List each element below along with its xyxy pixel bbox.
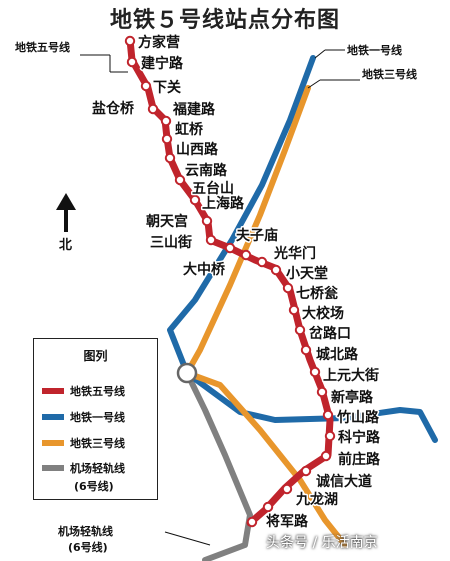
station-marker-shanghailu <box>201 215 213 227</box>
callout-line1: 地铁一号线 <box>347 43 402 57</box>
station-label: 虹桥 <box>175 121 204 138</box>
map-title: 地铁５号线站点分布图 <box>109 8 340 33</box>
station-label: 前庄路 <box>338 451 381 468</box>
station-label: 下关 <box>153 79 181 96</box>
station-marker-yancangqiao <box>147 103 159 115</box>
station-marker-sanshanjie <box>205 234 217 246</box>
station-label: 大中桥 <box>183 261 226 278</box>
legend-label: 地铁一号线 <box>70 411 125 424</box>
legend-item-line3: 地铁三号线 <box>42 435 125 451</box>
line-6-airport-route <box>184 370 253 561</box>
station-marker-jianninglu <box>126 56 138 68</box>
station-label: 三山街 <box>150 234 192 251</box>
station-label: 方家营 <box>138 34 180 51</box>
station-label: 夫子庙 <box>236 227 278 244</box>
station-label: 上海路 <box>202 195 245 212</box>
station-marker-shanxilu <box>164 152 176 164</box>
callout-leader <box>314 49 326 59</box>
station-label: 城北路 <box>316 346 359 363</box>
station-label: 盐仓桥 <box>92 100 135 117</box>
station-label: 五台山 <box>192 180 234 197</box>
station-label: 岔路口 <box>309 325 351 342</box>
station-label: 新亭路 <box>331 389 374 406</box>
station-marker-dazhongqiao <box>240 249 252 261</box>
legend-title: 图列 <box>83 349 108 363</box>
station-marker-daxiaochang <box>288 304 300 316</box>
station-marker-hongqiao <box>161 133 173 145</box>
station-marker-qiqiaoweng <box>282 282 294 294</box>
station-marker-fujianlu <box>160 115 172 127</box>
station-marker-yunnanlu <box>174 174 186 186</box>
legend-swatch <box>42 388 64 394</box>
station-label: 九龙湖 <box>295 491 338 508</box>
station-marker-wutaishan <box>189 194 201 206</box>
watermark: 头条号 / 乐活南京 <box>266 535 378 551</box>
callout-line5: 地铁五号线 <box>15 40 70 54</box>
station-marker-guanghuamen <box>256 256 268 268</box>
north-label: 北 <box>59 238 72 253</box>
station-marker-zhushanlu <box>322 409 334 421</box>
legend-swatch <box>42 440 64 446</box>
legend-label: 地铁三号线 <box>70 437 125 450</box>
station-label: 科宁路 <box>338 429 381 446</box>
station-marker-fuzimiao <box>224 242 236 254</box>
station-label: 山西路 <box>176 141 219 158</box>
legend-sub-label: (6号线) <box>74 480 114 493</box>
station-marker-terminal <box>246 516 258 528</box>
map-legend: 图列 地铁五号线 地铁一号线 地铁三号线 机场轻轨线 (6号线) <box>33 338 158 500</box>
station-label: 上元大街 <box>323 367 379 384</box>
line-5-station-markers <box>124 35 336 528</box>
station-label: 云南路 <box>185 162 228 179</box>
callout-line6: 机场轻轨线 <box>58 524 113 538</box>
station-marker-jiulonghu <box>281 483 293 495</box>
legend-item-line5: 地铁五号线 <box>42 383 125 399</box>
callout-leader <box>307 79 321 89</box>
station-label: 光华门 <box>273 245 316 262</box>
station-label: 建宁路 <box>141 55 184 72</box>
station-label: 福建路 <box>172 101 216 118</box>
station-marker-xintinglu <box>316 386 328 398</box>
station-label: 朝天宫 <box>146 213 188 230</box>
station-label: 大校场 <box>302 305 344 322</box>
legend-swatch <box>42 465 64 471</box>
legend-swatch <box>42 414 64 420</box>
station-marker-xiaguan <box>140 80 152 92</box>
transfer-station-marker <box>176 362 198 384</box>
legend-item-line6: 机场轻轨线 <box>42 460 125 476</box>
station-marker-jiangjunlu <box>262 501 274 513</box>
callout-line3: 地铁三号线 <box>362 67 417 81</box>
station-label: 七桥瓮 <box>296 285 338 302</box>
station-marker-keninglu <box>324 430 336 442</box>
station-marker-chengxindadao <box>300 465 312 477</box>
station-label: 竹山路 <box>336 409 380 426</box>
callout-leader <box>164 531 211 546</box>
station-marker-chalukou <box>294 324 306 336</box>
callout-line6-sub: (6号线) <box>68 540 108 554</box>
station-marker-qianzhuanglu <box>320 450 332 462</box>
legend-label: 机场轻轨线 <box>70 462 125 475</box>
north-arrow-icon <box>56 193 76 232</box>
station-label: 小天堂 <box>286 265 328 282</box>
station-marker-chengbeilu <box>300 344 312 356</box>
station-marker-shangyuandajie <box>309 366 321 378</box>
station-label: 诚信大道 <box>316 473 372 490</box>
station-label: 将军路 <box>266 513 309 530</box>
station-marker-xiaotiantang <box>270 264 282 276</box>
legend-label: 地铁五号线 <box>70 385 125 398</box>
station-marker-fangjiaying <box>124 35 136 47</box>
legend-item-line1: 地铁一号线 <box>42 409 125 425</box>
